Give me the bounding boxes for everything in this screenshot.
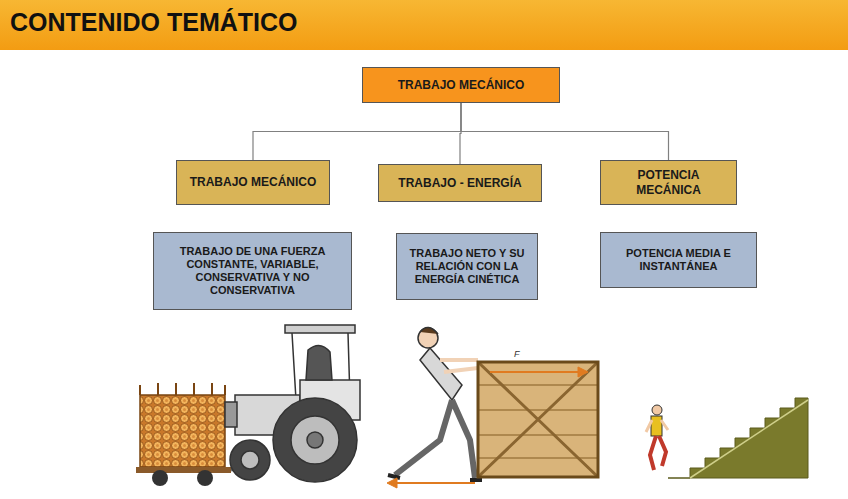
topic-box: TRABAJO - ENERGÍA xyxy=(378,164,542,202)
box-text: TRABAJO - ENERGÍA xyxy=(398,176,521,190)
topic-box: POTENCIA MECÁNICA xyxy=(600,160,737,205)
box-text: TRABAJO DE UNA FUERZA CONSTANTE, VARIABL… xyxy=(162,245,343,298)
force-arrows xyxy=(387,367,588,488)
tractor xyxy=(225,325,360,482)
box-text: TRABAJO MECÁNICO xyxy=(398,78,525,92)
tree-connector xyxy=(461,103,669,160)
content-box: TRABAJO NETO Y SU RELACIÓN CON LA ENERGÍ… xyxy=(396,233,538,300)
box-text: TRABAJO NETO Y SU RELACIÓN CON LA ENERGÍ… xyxy=(405,247,529,287)
stairs-rail xyxy=(690,400,808,478)
content-box: TRABAJO DE UNA FUERZA CONSTANTE, VARIABL… xyxy=(153,232,352,310)
person-pushing xyxy=(388,327,482,480)
box-text: POTENCIA MEDIA E INSTANTÁNEA xyxy=(609,247,748,273)
content-box: POTENCIA MEDIA E INSTANTÁNEA xyxy=(600,232,757,288)
box-text: POTENCIA MECÁNICA xyxy=(609,168,728,197)
tree-connector xyxy=(253,103,461,160)
root-box: TRABAJO MECÁNICO xyxy=(362,67,560,103)
page-title: CONTENIDO TEMÁTICO xyxy=(10,8,298,37)
box-text: TRABAJO MECÁNICO xyxy=(190,175,317,189)
topic-box: TRABAJO MECÁNICO xyxy=(176,160,330,205)
wooden-crate xyxy=(478,362,598,477)
stairs xyxy=(668,398,808,478)
runner xyxy=(646,405,668,470)
force-label: F xyxy=(514,349,520,359)
